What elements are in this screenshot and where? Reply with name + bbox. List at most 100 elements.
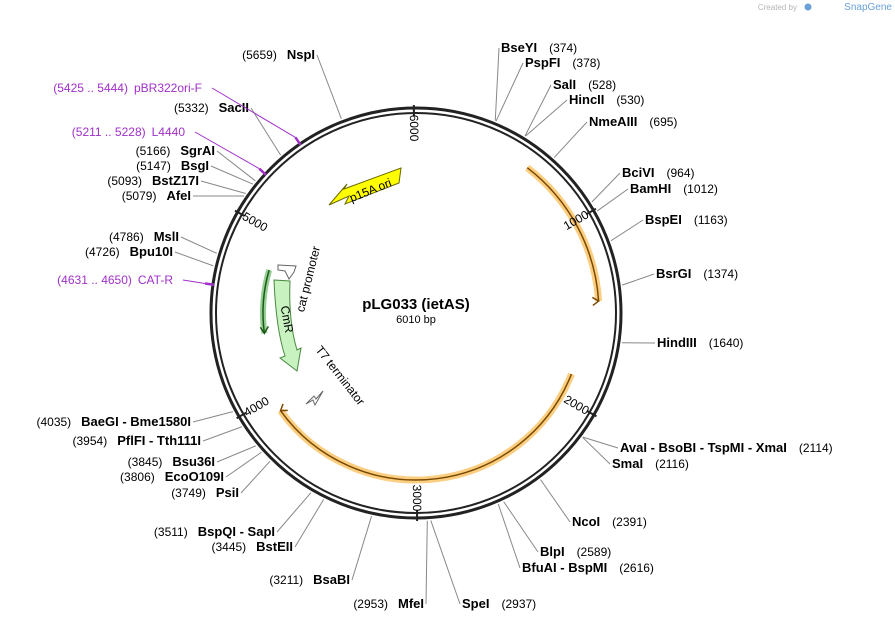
tick-label: 2000 — [561, 392, 591, 418]
primer-range: (5425 .. 5444) — [53, 81, 128, 95]
site-name: MslI — [154, 229, 179, 244]
site-name: PflFI - Tth111I — [117, 433, 201, 448]
restriction-site[interactable]: NcoI(2391) — [572, 514, 647, 529]
site-leader-530 — [525, 99, 568, 137]
restriction-site[interactable]: BspEI(1163) — [645, 212, 728, 227]
restriction-site[interactable]: SacII(5332) — [174, 100, 249, 115]
site-position: (374) — [549, 41, 577, 55]
restriction-site[interactable]: Bsu36I(3845) — [128, 454, 215, 469]
restriction-site[interactable]: NmeAIII(695) — [589, 114, 677, 129]
orf-arc-lower[interactable] — [277, 372, 575, 484]
restriction-site[interactable]: EcoO109I(3806) — [120, 469, 224, 484]
site-position: (1640) — [709, 336, 744, 350]
site-name: BfuAI - BspMI — [522, 560, 607, 575]
site-leader-2589 — [503, 501, 539, 553]
site-name: BspEI — [645, 212, 682, 227]
primer-mark[interactable] — [294, 136, 302, 146]
primer-label[interactable]: L4440 (5211 .. 5228) — [72, 125, 186, 139]
site-name: Bpu10I — [130, 244, 173, 259]
site-position: (528) — [588, 78, 616, 92]
restriction-site[interactable]: AvaI - BsoBI - TspMI - XmaI(2114) — [620, 440, 833, 455]
site-position: (2391) — [612, 515, 647, 529]
site-name: HincII — [569, 92, 604, 107]
restriction-site[interactable]: MslI(4786) — [109, 229, 179, 244]
site-leader-3954 — [202, 426, 243, 442]
restriction-site[interactable]: BsaBI(3211) — [269, 572, 350, 587]
restriction-site[interactable]: SpeI(2937) — [462, 596, 536, 611]
restriction-site[interactable]: Bpu10I(4726) — [85, 244, 173, 259]
restriction-site[interactable]: AfeI(5079) — [122, 188, 191, 203]
restriction-site[interactable]: PspFI(378) — [525, 55, 600, 70]
site-position: (3511) — [154, 525, 188, 539]
site-position: (5093) — [107, 174, 142, 188]
restriction-site[interactable]: BstEII(3445) — [211, 539, 293, 554]
site-leader-4035 — [192, 411, 233, 423]
restriction-site[interactable]: BstZ17I (5093) — [107, 173, 199, 188]
plasmid-name: pLG033 (ietAS) — [362, 296, 470, 313]
orf-arc-lower-arrowhead — [279, 403, 288, 412]
primer-mark[interactable] — [258, 167, 267, 176]
restriction-site[interactable]: BspQI - SapI(3511) — [154, 524, 275, 539]
t7-terminator-arrow[interactable]: T7 terminator — [305, 343, 368, 408]
primer-label[interactable]: CAT-R(4631 .. 4650) — [57, 273, 173, 287]
restriction-site[interactable]: SmaI(2116) — [612, 456, 689, 471]
restriction-site[interactable]: BamHI(1012) — [630, 181, 718, 196]
site-leader-2953 — [425, 520, 428, 605]
restriction-site[interactable]: BseYI(374) — [501, 40, 577, 55]
tick-label: 4000 — [241, 394, 271, 420]
site-leader-5659 — [316, 54, 342, 120]
site-position: (5166) — [136, 144, 171, 158]
site-name: BstZ17I — [152, 173, 199, 188]
cat-promoter-label: cat promoter — [293, 245, 323, 314]
orf-arc-lower-line — [279, 373, 573, 481]
site-leader-374 — [494, 47, 500, 121]
restriction-site[interactable]: BlpI(2589) — [540, 544, 611, 559]
primer-name: L4440 — [152, 125, 186, 139]
site-position: (2116) — [655, 457, 689, 471]
watermark-created-by: Created by — [758, 3, 797, 12]
site-name: BaeGI - Bme1580I — [81, 414, 191, 429]
primer-label[interactable]: pBR322ori-F(5425 .. 5444) — [53, 81, 202, 95]
cmr-arrow[interactable]: CmR — [273, 279, 302, 372]
cm-arc[interactable] — [259, 269, 273, 335]
backbone — [209, 106, 623, 520]
tick-4000 — [236, 411, 247, 420]
site-position: (3845) — [128, 455, 163, 469]
restriction-site[interactable]: PsiI(3749) — [171, 485, 239, 500]
site-position: (2616) — [619, 561, 654, 575]
site-leader-3806 — [225, 451, 262, 478]
orf-arc-lower-band — [277, 372, 575, 484]
site-name: BamHI — [630, 181, 671, 196]
restriction-site[interactable]: BciVI(964) — [622, 165, 695, 180]
site-leader-2116 — [582, 437, 611, 465]
orf-arc-upper[interactable] — [525, 164, 603, 307]
primer-mark[interactable] — [204, 282, 215, 286]
tick-label: 3000 — [410, 485, 424, 512]
primer-leader — [182, 279, 206, 284]
site-name: SacII — [219, 100, 249, 115]
restriction-site[interactable]: NspI(5659) — [242, 47, 315, 62]
site-leader-4726 — [174, 251, 214, 267]
restriction-site[interactable]: SalI(528) — [553, 77, 616, 92]
site-leader-1012 — [596, 188, 629, 212]
site-leader-3845 — [216, 445, 257, 463]
site-leader-1163 — [610, 219, 644, 242]
restriction-site[interactable]: BaeGI - Bme1580I (4035) — [36, 414, 191, 429]
restriction-site[interactable]: BfuAI - BspMI (2616) — [522, 560, 654, 575]
restriction-site[interactable]: BsgI(5147) — [136, 158, 209, 173]
restriction-site[interactable]: BsrGI(1374) — [656, 266, 738, 281]
site-position: (5079) — [122, 189, 157, 203]
restriction-site[interactable]: HincII(530) — [569, 92, 644, 107]
p15a-ori-arrow[interactable]: p15A ori — [328, 167, 402, 206]
tick-2000 — [586, 410, 597, 418]
site-leader-5166 — [216, 150, 256, 182]
restriction-site[interactable]: MfeI(2953) — [353, 596, 424, 611]
site-position: (3211) — [269, 573, 303, 587]
primer-range: (5211 .. 5228) — [72, 125, 146, 139]
restriction-site[interactable]: SgrAI(5166) — [136, 143, 215, 158]
site-leader-5147 — [210, 165, 253, 185]
restriction-site[interactable]: PflFI - Tth111I(3954) — [73, 433, 201, 448]
restriction-site[interactable]: HindIII(1640) — [657, 335, 743, 350]
site-position: (4035) — [36, 415, 71, 429]
